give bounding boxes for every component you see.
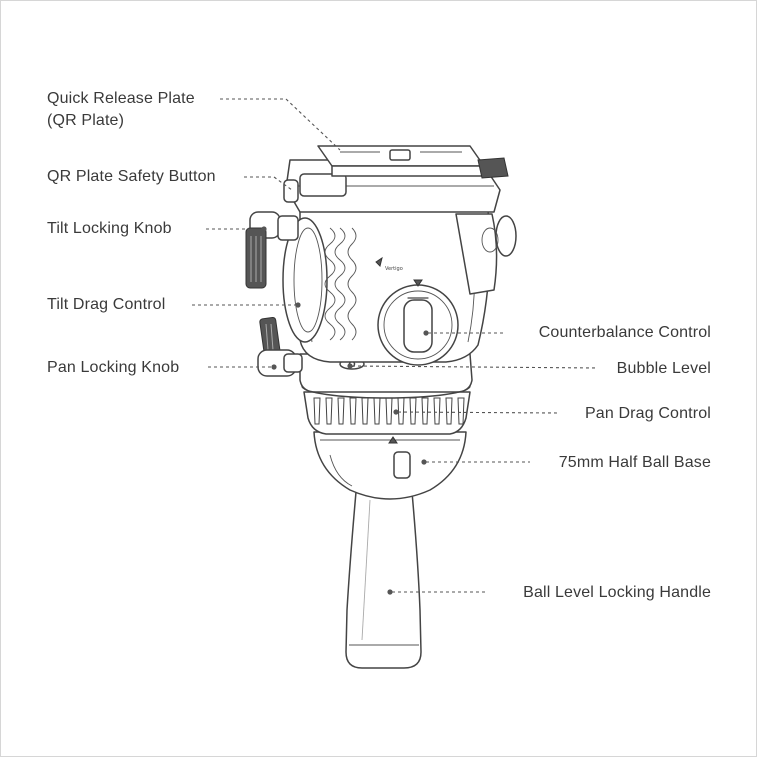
label-ball-level-locking-handle: Ball Level Locking Handle <box>523 582 711 603</box>
label-tilt-drag-control: Tilt Drag Control <box>47 294 165 315</box>
qr-plate-safety-button <box>284 180 298 202</box>
label-pan-locking-knob: Pan Locking Knob <box>47 357 179 378</box>
quick-release-plate <box>318 146 508 178</box>
label-half-ball-base: 75mm Half Ball Base <box>559 452 711 473</box>
label-counterbalance-control: Counterbalance Control <box>539 322 711 343</box>
label-pan-drag-control: Pan Drag Control <box>585 403 711 424</box>
ball-level-locking-handle <box>346 492 421 668</box>
half-ball-base <box>314 432 466 499</box>
svg-text:Vertigo: Vertigo <box>385 266 403 272</box>
label-bubble-level: Bubble Level <box>617 358 711 379</box>
label-qr-plate-safety-button: QR Plate Safety Button <box>47 166 216 187</box>
label-quick-release-plate: Quick Release Plate <box>47 88 195 109</box>
label-tilt-locking-knob: Tilt Locking Knob <box>47 218 172 239</box>
label-quick-release-plate-sub: (QR Plate) <box>47 110 124 131</box>
